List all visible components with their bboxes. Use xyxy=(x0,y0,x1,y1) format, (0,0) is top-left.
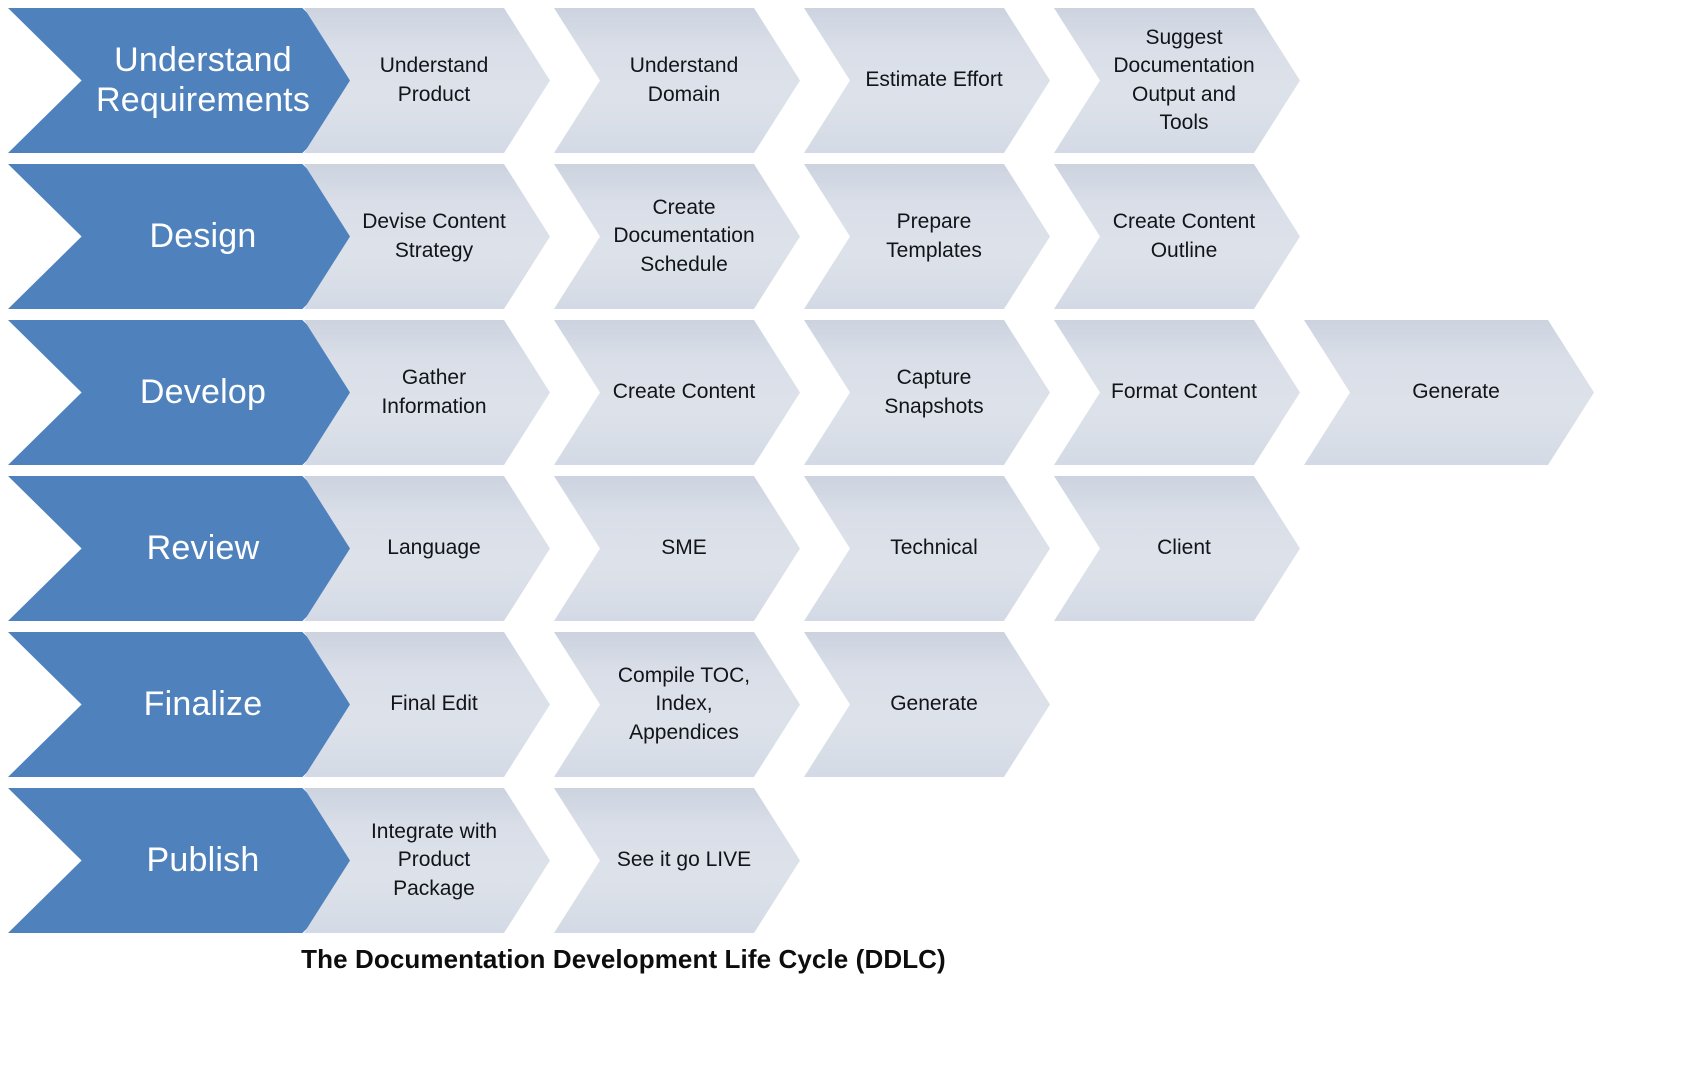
step-list: Gather Information Create Content Captur… xyxy=(304,320,1598,465)
phase-label: Develop xyxy=(139,372,267,411)
phase-row-design: Design Devise Content Strategy Create Do… xyxy=(0,164,1304,309)
step-chevron-create-content[interactable]: Create Content xyxy=(554,320,800,465)
step-chevron-compile-toc-index-appendices[interactable]: Compile TOC, Index, Appendices xyxy=(554,632,800,777)
diagram-caption: The Documentation Development Life Cycle… xyxy=(0,944,1683,975)
step-list: Final Edit Compile TOC, Index, Appendice… xyxy=(304,632,1054,777)
step-chevron-suggest-documentation-output-and-tools[interactable]: Suggest Documentation Output and Tools xyxy=(1054,8,1300,153)
step-label: See it go LIVE xyxy=(616,848,752,872)
step-label: Create Documentation Schedule xyxy=(613,195,755,276)
step-chevron-create-content-outline[interactable]: Create Content Outline xyxy=(1054,164,1300,309)
step-chevron-see-it-go-live[interactable]: See it go LIVE xyxy=(554,788,800,933)
step-chevron-client[interactable]: Client xyxy=(1054,476,1300,621)
step-chevron-understand-domain[interactable]: Understand Domain xyxy=(554,8,800,153)
phase-label: Publish xyxy=(146,840,260,879)
step-label: Client xyxy=(1157,536,1211,560)
step-chevron-estimate-effort[interactable]: Estimate Effort xyxy=(804,8,1050,153)
step-chevron-devise-content-strategy[interactable]: Devise Content Strategy xyxy=(304,164,550,309)
phase-row-develop: Develop Gather Information Create Conten… xyxy=(0,320,1598,465)
step-label: Prepare Templates xyxy=(886,210,982,262)
phase-row-review: Review Language SME Technical Client xyxy=(0,476,1304,621)
diagram-caption-text: The Documentation Development Life Cycle… xyxy=(301,944,946,974)
step-label: Create Content Outline xyxy=(1112,210,1256,262)
step-label: Understand Product xyxy=(379,54,489,106)
phase-row-finalize: Finalize Final Edit Compile TOC, Index, … xyxy=(0,632,1054,777)
phase-row-understand-requirements: Understand Requirements Understand Produ… xyxy=(0,8,1304,153)
step-label: Final Edit xyxy=(390,692,478,716)
step-list: Understand Product Understand Domain Est… xyxy=(304,8,1304,153)
step-chevron-final-edit[interactable]: Final Edit xyxy=(304,632,550,777)
step-chevron-technical[interactable]: Technical xyxy=(804,476,1050,621)
step-chevron-understand-product[interactable]: Understand Product xyxy=(304,8,550,153)
phase-label: Finalize xyxy=(143,684,263,723)
phase-label: Design xyxy=(149,216,257,255)
step-label: Compile TOC, Index, Appendices xyxy=(617,663,751,744)
step-chevron-sme[interactable]: SME xyxy=(554,476,800,621)
step-label: Format Content xyxy=(1111,380,1257,404)
step-label: Gather Information xyxy=(381,366,487,418)
step-chevron-prepare-templates[interactable]: Prepare Templates xyxy=(804,164,1050,309)
step-chevron-capture-snapshots[interactable]: Capture Snapshots xyxy=(804,320,1050,465)
step-chevron-gather-information[interactable]: Gather Information xyxy=(304,320,550,465)
step-label: Technical xyxy=(890,536,978,560)
step-label: Language xyxy=(387,536,481,560)
phase-label: Review xyxy=(146,528,260,567)
phase-row-publish: Publish Integrate with Product Package S… xyxy=(0,788,804,933)
phase-label: Understand Requirements xyxy=(95,41,311,119)
step-chevron-format-content[interactable]: Format Content xyxy=(1054,320,1300,465)
step-label: Suggest Documentation Output and Tools xyxy=(1113,25,1255,134)
step-chevron-generate-develop[interactable]: Generate xyxy=(1304,320,1594,465)
step-label: Estimate Effort xyxy=(865,68,1003,92)
phase-chevron-design[interactable]: Design xyxy=(8,164,376,309)
step-list: Devise Content Strategy Create Documenta… xyxy=(304,164,1304,309)
step-label: Integrate with Product Package xyxy=(370,819,498,900)
step-label: Generate xyxy=(1412,380,1500,404)
step-label: SME xyxy=(661,536,707,560)
step-label: Devise Content Strategy xyxy=(362,210,506,262)
step-list: Integrate with Product Package See it go… xyxy=(304,788,804,933)
step-label: Capture Snapshots xyxy=(884,366,984,418)
step-chevron-language[interactable]: Language xyxy=(304,476,550,621)
step-label: Generate xyxy=(890,692,978,716)
step-chevron-generate-finalize[interactable]: Generate xyxy=(804,632,1050,777)
step-chevron-integrate-with-product-package[interactable]: Integrate with Product Package xyxy=(304,788,550,933)
step-label: Create Content xyxy=(612,380,756,404)
step-list: Language SME Technical Client xyxy=(304,476,1304,621)
step-chevron-create-documentation-schedule[interactable]: Create Documentation Schedule xyxy=(554,164,800,309)
step-label: Understand Domain xyxy=(629,54,739,106)
